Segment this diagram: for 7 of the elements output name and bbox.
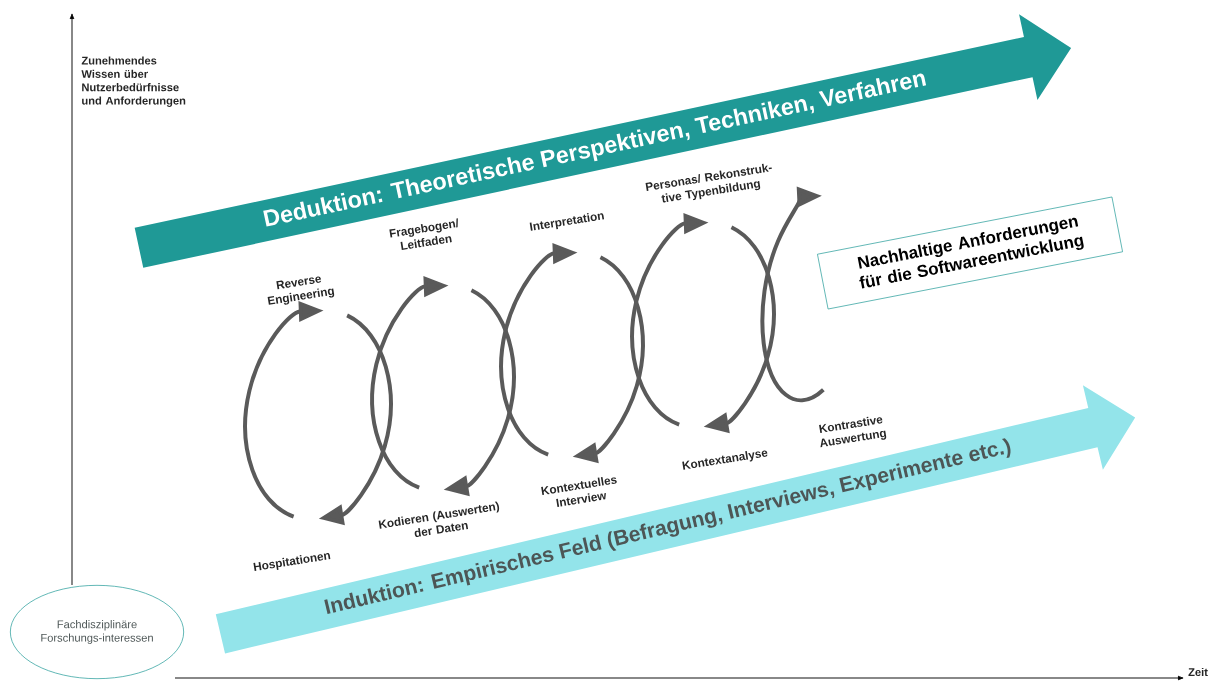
step-label: Hospitationen — [253, 553, 331, 571]
step-label: Personas/ Rekonstruk-tive Typenbildung — [645, 163, 772, 203]
step-label: Kontextuelles Interview — [541, 477, 617, 507]
step-label: Interpretation — [529, 213, 605, 231]
ellipse-node: Fachdisziplinäre Forschungs-interessen — [10, 585, 184, 680]
step-label: Kontrastive Auswertung — [819, 416, 887, 448]
axis-label: Zeit — [1188, 667, 1208, 677]
